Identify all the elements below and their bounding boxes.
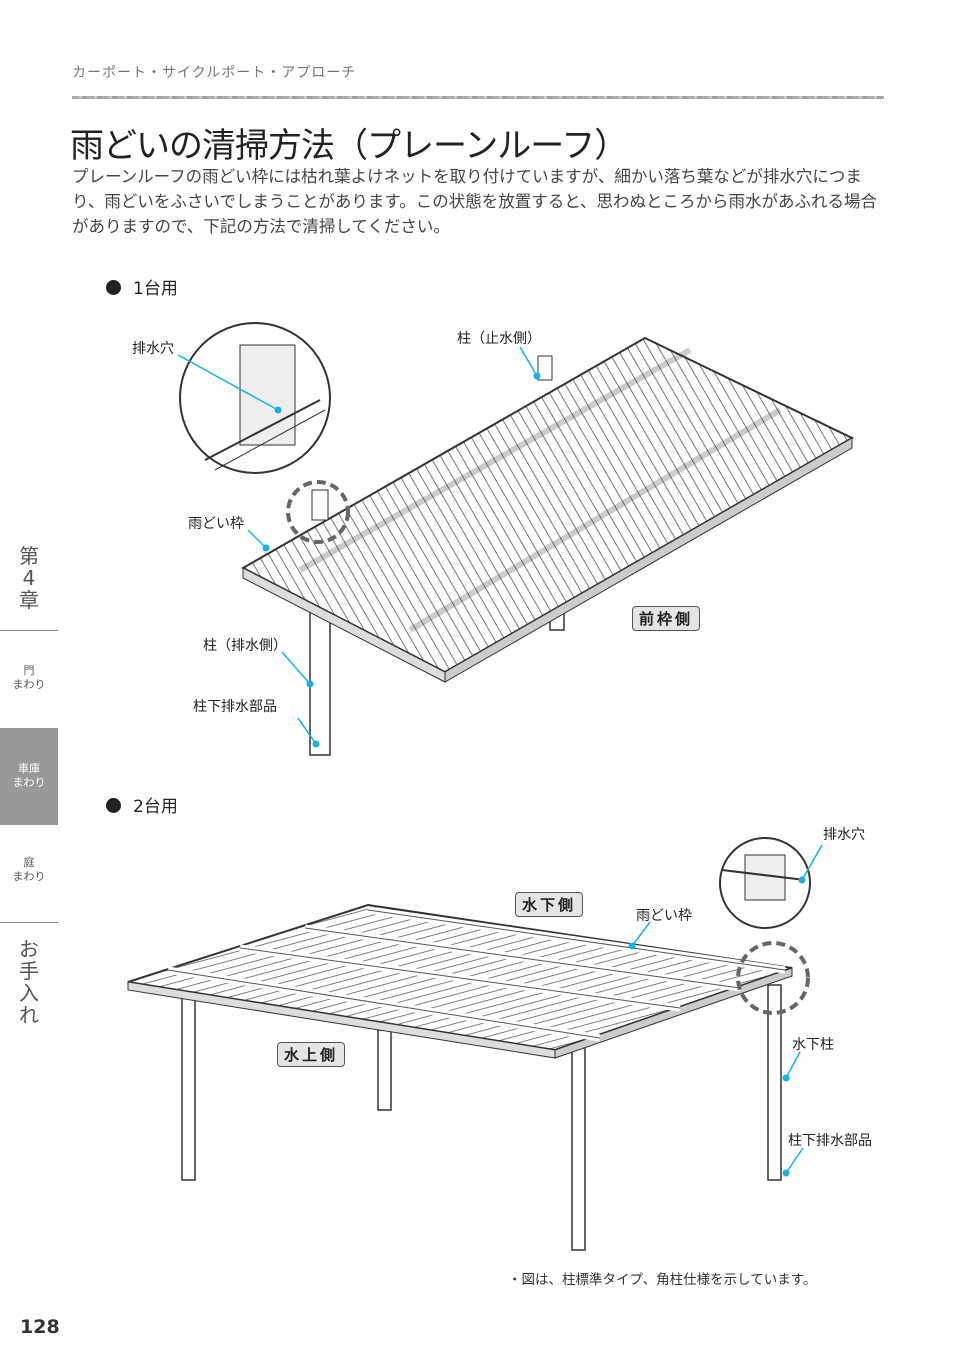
detail-marker [286, 480, 350, 544]
sidebar-item-label: 車庫 [18, 762, 40, 775]
section-heading-text: 2台用 [133, 797, 178, 817]
breadcrumb: カーポート・サイクルポート・アプローチ [72, 65, 357, 81]
label-low-post: 水下柱 [792, 1037, 834, 1053]
sidebar-item-label: 門 [23, 664, 35, 677]
label-post-drain-side: 柱（排水側） [203, 638, 287, 654]
label-drain-hole: 排水穴 [132, 341, 174, 357]
detail-marker [736, 941, 810, 1015]
single-carport-drawing [162, 239, 855, 756]
sidebar-care-label: お 手 入 れ [0, 938, 58, 1026]
label-drain-hole: 排水穴 [823, 827, 865, 843]
section-heading-text: 1台用 [133, 279, 178, 299]
sidebar-item-garden[interactable]: 庭 まわり [0, 856, 58, 884]
intro-text: プレーンルーフの雨どい枠には枯れ葉よけネットを取り付けていますが、細かい落ち葉な… [72, 167, 878, 236]
label-post-stop-side: 柱（止水側） [457, 331, 541, 347]
label-post-drain-part: 柱下排水部品 [193, 699, 277, 715]
label-gutter-frame: 雨どい枠 [188, 516, 244, 532]
sidebar-item-label: 庭 [23, 856, 35, 869]
care-char: 手 [19, 959, 39, 983]
chapter-label: 第 4 章 [0, 545, 58, 611]
section-heading-double: 2台用 [106, 792, 178, 817]
sidebar-divider [0, 630, 58, 631]
care-char: お [19, 937, 39, 961]
care-char: れ [19, 1003, 39, 1027]
label-post-drain-part: 柱下排水部品 [788, 1133, 872, 1149]
care-char: 入 [19, 981, 39, 1005]
sidebar-item-garage[interactable]: 車庫 まわり [0, 728, 58, 825]
tag-low-side: 水下側 [515, 892, 584, 917]
label-gutter-frame: 雨どい枠 [636, 908, 692, 924]
footnote: ・図は、柱標準タイプ、角柱仕様を示しています。 [508, 1272, 817, 1288]
section-heading-single: 1台用 [106, 274, 178, 299]
sidebar-item-label: まわり [12, 776, 46, 789]
chapter-char: 4 [22, 566, 36, 590]
tag-front-frame: 前枠側 [632, 606, 701, 631]
divider [72, 96, 884, 99]
bullet-icon [106, 280, 121, 295]
chapter-char: 章 [19, 588, 39, 612]
page-title: 雨どいの清掃方法（プレーンルーフ） [70, 126, 628, 166]
bullet-icon [106, 798, 121, 813]
tag-high-side: 水上側 [277, 1042, 346, 1067]
sidebar-item-label: まわり [12, 678, 46, 691]
sidebar-item-gate[interactable]: 門 まわり [0, 664, 58, 692]
sidebar-item-label: まわり [12, 870, 46, 883]
page-number: 128 [20, 1316, 60, 1338]
chapter-char: 第 [19, 544, 39, 568]
double-carport-drawing [127, 837, 823, 1251]
low-side-post [767, 984, 782, 1181]
sidebar-divider [0, 922, 58, 923]
